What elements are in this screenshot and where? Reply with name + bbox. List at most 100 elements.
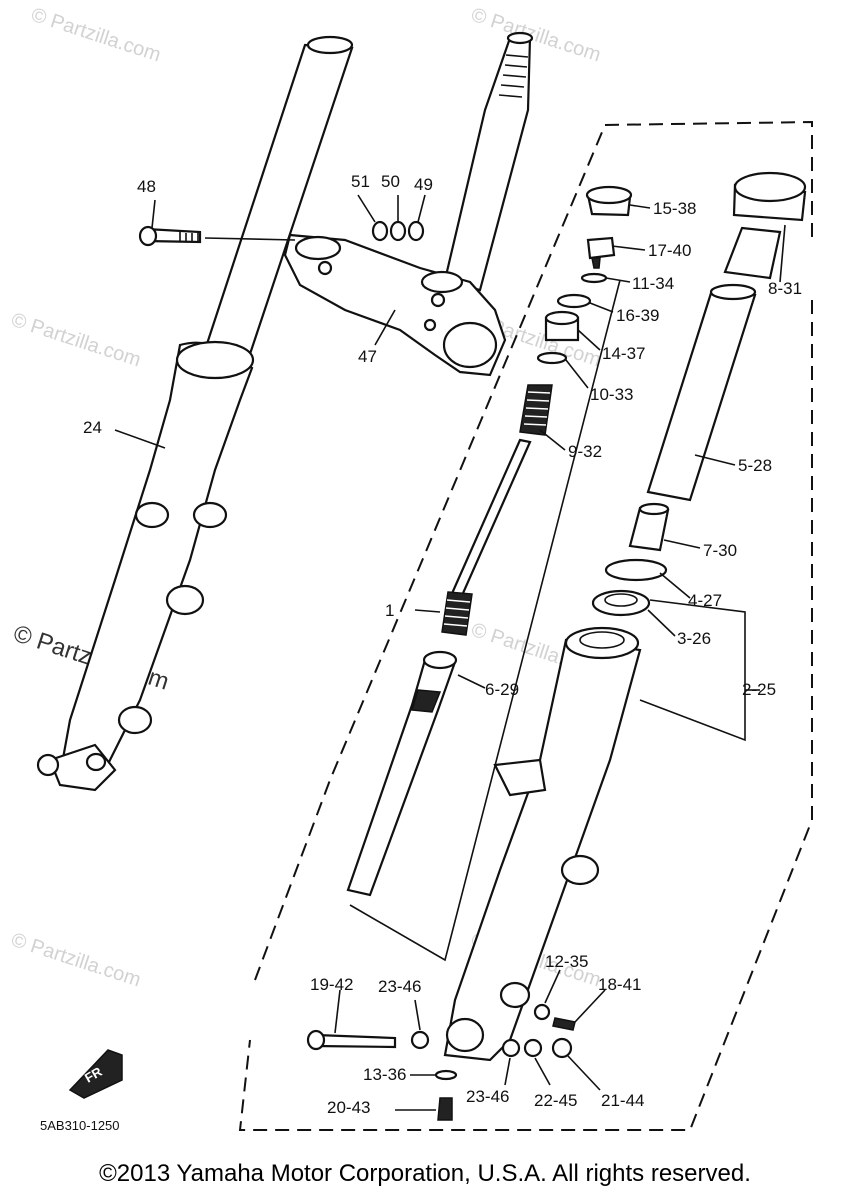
callout-7-30: 7-30 <box>703 541 737 560</box>
part-2-bore <box>579 631 625 649</box>
callout-13-36: 13-36 <box>363 1065 406 1084</box>
part-5-top <box>709 283 757 301</box>
left-boss-upper-2 <box>192 501 228 529</box>
bracket-hole <box>430 292 446 308</box>
callout-labels: 48 51 50 49 47 24 15-38 17-40 11-34 16-3… <box>83 172 802 1117</box>
part-19-head <box>306 1029 326 1051</box>
part-18-bolt <box>552 1017 576 1031</box>
callout-23-46: 23-46 <box>378 977 421 996</box>
leader-lines <box>114 194 786 1111</box>
nut-49 <box>407 220 425 242</box>
callout-47: 47 <box>358 347 377 366</box>
part-1-rebound-spring <box>441 591 473 636</box>
washer-50 <box>389 220 407 242</box>
callout-1: 1 <box>385 601 394 620</box>
assembly-boundary <box>238 120 813 1131</box>
watermark: © Partzilla.com <box>468 4 603 67</box>
callout-8-31: 8-31 <box>768 279 802 298</box>
callout-4-27: 4-27 <box>688 591 722 610</box>
callout-51: 51 <box>351 172 370 191</box>
part-2-caliper-boss <box>560 854 600 886</box>
callout-16-39: 16-39 <box>616 306 659 325</box>
part-2-axle-holder <box>445 1017 485 1053</box>
part-11-o-ring <box>580 272 608 284</box>
callout-11-34: 11-34 <box>632 274 674 293</box>
callout-21-44: 21-44 <box>601 1091 644 1110</box>
part-10-o-ring <box>536 351 568 365</box>
left-tube-cap <box>306 35 354 55</box>
left-axle-hole <box>85 752 107 772</box>
part-22-washer <box>523 1038 543 1058</box>
callout-3-26: 3-26 <box>677 629 711 648</box>
part-17-adjuster <box>586 236 616 260</box>
callout-6-29: 6-29 <box>485 680 519 699</box>
callout-14-37: 14-37 <box>602 344 645 363</box>
part-23-washer-a <box>410 1030 430 1050</box>
callout-22-45: 22-45 <box>534 1091 577 1110</box>
bracket-stem-bore <box>420 270 464 294</box>
leader-line <box>204 237 296 241</box>
callout-48: 48 <box>137 177 156 196</box>
callout-23-46-b: 23-46 <box>466 1087 509 1106</box>
bracket-clamp-left <box>294 235 342 261</box>
callout-17-40: 17-40 <box>648 241 691 260</box>
part-9-spring-coils <box>523 391 551 426</box>
callout-10-33: 10-33 <box>590 385 633 404</box>
watermark: © Partzilla.com <box>8 309 143 372</box>
fork-internals <box>346 171 807 1062</box>
bracket-hole <box>423 318 437 332</box>
front-direction-badge: FR <box>68 1049 123 1099</box>
left-caliper-boss <box>165 584 205 616</box>
left-boss-upper <box>134 501 170 529</box>
washer-51 <box>371 220 389 242</box>
part-15-cap-top <box>585 185 633 205</box>
part-6-piston-ring <box>411 689 442 713</box>
part-7-top <box>638 502 670 516</box>
left-outer-top <box>175 340 255 380</box>
diagram-code: 5AB310-1250 <box>40 1118 120 1133</box>
pinch-bolt-threads <box>179 232 199 242</box>
part-2-outer-tube <box>443 638 642 1062</box>
watermark: © Partzilla.com <box>28 4 163 67</box>
part-2-fender-mount <box>493 758 547 797</box>
callout-20-43: 20-43 <box>327 1098 370 1117</box>
part-4-circlip <box>604 558 668 582</box>
left-fork-assembly <box>36 35 354 792</box>
part-3-oil-seal-inner <box>604 593 638 607</box>
bracket-hole <box>317 260 333 276</box>
stem-threads <box>498 54 529 98</box>
callout-15-38: 15-38 <box>653 199 696 218</box>
callout-19-42: 19-42 <box>310 975 353 994</box>
callout-5-28: 5-28 <box>738 456 772 475</box>
part-8-collar <box>723 226 782 280</box>
part-16-clip <box>556 293 592 309</box>
part-13-gasket <box>434 1069 458 1081</box>
pinch-bolt-group <box>138 220 425 247</box>
copyright-notice: ©2013 Yamaha Motor Corporation, U.S.A. A… <box>99 1160 751 1187</box>
part-17-screw <box>591 257 601 269</box>
left-axle-nut <box>36 753 60 777</box>
callout-50: 50 <box>381 172 400 191</box>
left-inner-tube <box>203 43 354 362</box>
part-23-washer-b <box>501 1038 521 1058</box>
left-outer-tube <box>58 341 254 782</box>
callout-12-35: 12-35 <box>545 952 588 971</box>
callout-2-25: 2-25 <box>742 680 776 699</box>
part-2-axle-boss <box>499 981 531 1009</box>
part-12-washer <box>533 1003 551 1021</box>
part-8-top <box>733 171 807 203</box>
fork-exploded-diagram: © Partzilla.com © Partzilla.com © Partzi… <box>8 4 813 1133</box>
steering-stem-assembly <box>283 31 534 377</box>
part-20-drain-bolt <box>437 1097 453 1121</box>
bracket-clamp-right <box>442 321 498 369</box>
left-lower-boss <box>117 705 153 735</box>
callout-24: 24 <box>83 418 102 437</box>
callout-9-32: 9-32 <box>568 442 602 461</box>
part-14-top <box>544 310 580 326</box>
part-21-nut <box>551 1037 573 1059</box>
front-arrow-icon <box>68 1049 123 1099</box>
part-1-spring-coils <box>443 599 471 627</box>
stem-top <box>506 31 534 45</box>
callout-49: 49 <box>414 175 433 194</box>
callout-18-41: 18-41 <box>598 975 641 994</box>
